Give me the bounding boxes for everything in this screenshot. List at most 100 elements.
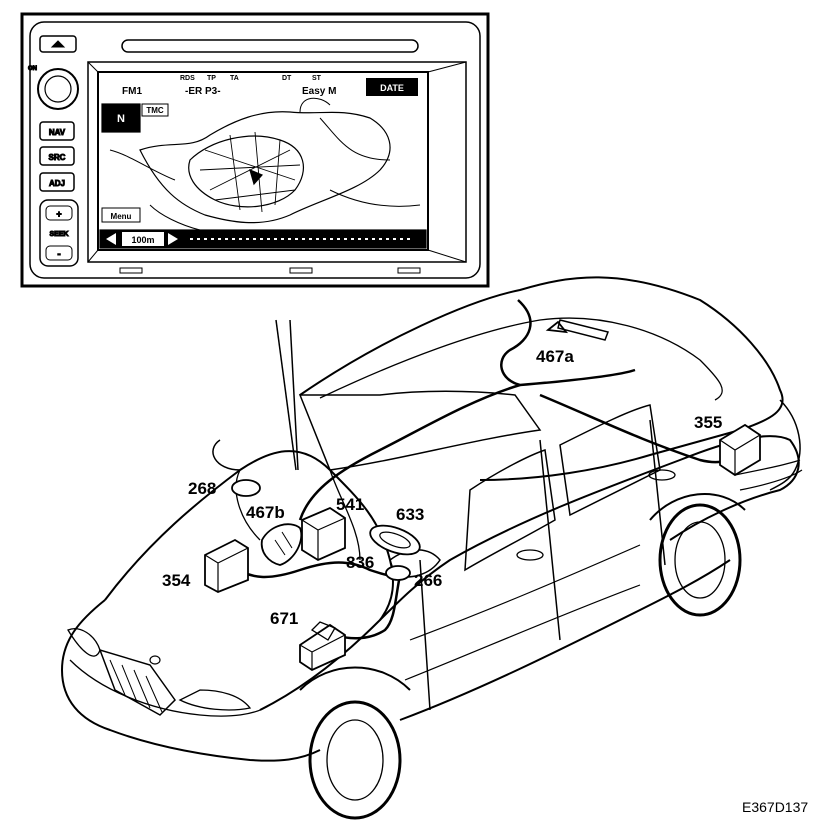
- left-headlight: [67, 628, 101, 657]
- front-door-handle: [516, 549, 544, 561]
- leader-line-right: [289, 319, 299, 471]
- front-bumper: [60, 599, 321, 762]
- head-unit-541: [301, 506, 346, 562]
- left-mirror-hint: [212, 439, 241, 471]
- power-label: ON: [28, 66, 37, 72]
- harness-to-rdm: [334, 574, 402, 640]
- scale-label: 100m: [131, 235, 154, 245]
- screen-bezel: [87, 61, 467, 263]
- component-671: [299, 623, 346, 672]
- grille-slats: [109, 659, 163, 713]
- hood-emblem: [149, 655, 161, 665]
- front-wheel: [308, 700, 402, 820]
- component-268: [231, 479, 261, 497]
- rear-quarter: [769, 399, 801, 491]
- callout-355: 355: [694, 413, 722, 432]
- map-city-area: [188, 135, 304, 208]
- eject-icon: [50, 40, 66, 48]
- scale-box: [122, 232, 164, 246]
- seek-up-button[interactable]: [45, 205, 73, 221]
- screen: [97, 71, 429, 251]
- seek-up-label: +: [56, 209, 61, 219]
- power-volume-knob[interactable]: [37, 68, 79, 110]
- component-633: [369, 524, 421, 556]
- src-button-label: SRC: [49, 153, 66, 162]
- front-wheel-arch: [299, 666, 411, 691]
- map-region-outline: [139, 111, 391, 224]
- component-467b: [260, 523, 303, 566]
- front-wheel-rim: [326, 719, 384, 801]
- rear-door-window: [559, 404, 661, 517]
- hood-outline: [104, 450, 394, 711]
- band-label: FM1: [122, 86, 142, 97]
- seek-down-button[interactable]: [45, 245, 73, 261]
- seek-down-label: -: [57, 249, 60, 260]
- tp-indicator: TP: [207, 75, 216, 82]
- module-355: [719, 423, 761, 477]
- date-button-label: DATE: [380, 83, 404, 93]
- bottom-slot-right: [397, 267, 421, 274]
- dt-indicator: DT: [282, 75, 292, 82]
- ta-indicator: TA: [230, 75, 239, 82]
- right-headlight: [178, 689, 252, 711]
- src-button[interactable]: [39, 146, 75, 166]
- st-indicator: ST: [312, 75, 322, 82]
- menu-button[interactable]: [101, 207, 141, 223]
- callout-836: 836: [346, 553, 374, 572]
- harness-a-pillar: [298, 383, 521, 521]
- nav-button[interactable]: [39, 121, 75, 141]
- roof-inner-line: [319, 317, 723, 401]
- seek-label: SEEK: [49, 231, 68, 238]
- component-266: [385, 565, 411, 581]
- station-label: -ER P3-: [185, 86, 221, 97]
- rear-wheel-arch: [649, 493, 746, 521]
- callout-467b: 467b: [246, 503, 285, 522]
- callout-354: 354: [162, 571, 191, 590]
- gps-antenna-467a: [545, 320, 569, 334]
- front-door-window: [464, 449, 556, 572]
- program-label: Easy M: [302, 86, 336, 97]
- harness-dashboard: [231, 561, 401, 579]
- adj-button[interactable]: [39, 172, 75, 192]
- knob-inner-ring: [44, 75, 72, 103]
- zoom-out-icon[interactable]: [106, 233, 116, 245]
- car-body: [60, 276, 803, 820]
- nav-button-label: NAV: [49, 128, 66, 137]
- windshield: [298, 390, 542, 471]
- harness-roof-antenna: [500, 299, 636, 387]
- callout-633: 633: [396, 505, 424, 524]
- module-354: [204, 538, 249, 593]
- tmc-indicator: [141, 103, 169, 117]
- bottom-slot-left: [119, 267, 143, 274]
- inset-frame: [20, 12, 490, 288]
- rear-wheel-rim: [674, 521, 726, 599]
- components: [204, 319, 761, 672]
- seek-rocker[interactable]: [39, 199, 79, 267]
- navigation-map: N TMC Menu 100m: [99, 97, 427, 249]
- callout-266: 266: [414, 571, 442, 590]
- callouts: 467a 355 268 467b 541 633 354 836 266 67…: [162, 347, 722, 628]
- zoom-in-icon[interactable]: [168, 233, 178, 245]
- front-fascia-line: [69, 659, 271, 717]
- door-seams: [419, 419, 666, 711]
- cd-slot: [121, 39, 419, 53]
- leader-line-left: [275, 319, 297, 471]
- rear-door-handle: [648, 469, 676, 481]
- north-arrow-label: N: [117, 113, 125, 125]
- menu-button-label: Menu: [111, 212, 132, 221]
- car-sill: [399, 559, 731, 721]
- callout-467a: 467a: [536, 347, 574, 366]
- rear-wheel: [658, 503, 742, 617]
- rear-trim: [734, 459, 803, 491]
- tmc-label: TMC: [146, 106, 164, 115]
- head-unit-inset: ON NAV SRC ADJ + SEEK -: [20, 12, 490, 288]
- callout-541: 541: [336, 495, 364, 514]
- rds-indicator: RDS: [180, 75, 195, 82]
- north-arrow-box: [101, 103, 141, 133]
- eject-button[interactable]: [39, 35, 77, 53]
- map-roads: [109, 97, 421, 231]
- date-button[interactable]: [366, 78, 418, 96]
- car-side-upper: [379, 435, 800, 621]
- car-roof-outline: [299, 276, 784, 481]
